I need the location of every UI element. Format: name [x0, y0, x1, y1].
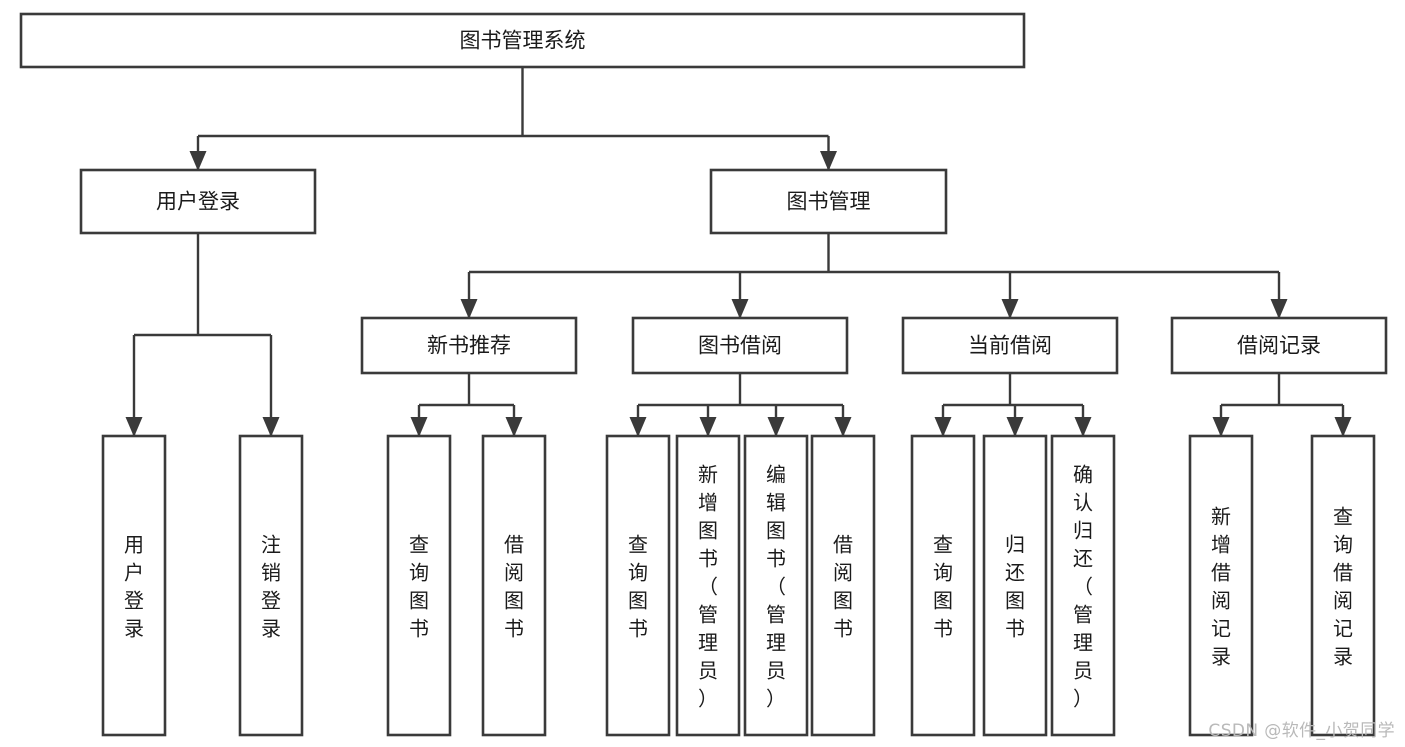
connector-layer	[125, 67, 1352, 437]
node-box-leaf_confirm_return[interactable]	[1050, 434, 1116, 737]
node-label-new_book_rec: 新书推荐	[427, 334, 511, 358]
node-label-book_manage: 图书管理	[787, 190, 871, 214]
node-leaf_borrow_book_2[interactable]: 借阅图书	[810, 434, 876, 737]
node-box-leaf_borrow_book_1[interactable]	[481, 434, 547, 737]
node-label-book_borrow: 图书借阅	[698, 334, 782, 358]
node-label-leaf_query_record: 查询借阅记录	[1333, 504, 1353, 668]
node-leaf_borrow_book_1[interactable]: 借阅图书	[481, 434, 547, 737]
node-label-leaf_borrow_book_2: 借阅图书	[833, 532, 853, 640]
node-leaf_edit_book[interactable]: 编辑图书（管理员）	[743, 434, 809, 737]
node-borrow_record[interactable]: 借阅记录	[1170, 316, 1388, 375]
node-leaf_add_book[interactable]: 新增图书（管理员）	[675, 434, 741, 737]
node-label-leaf_borrow_book_1: 借阅图书	[504, 532, 524, 640]
node-label-current_borrow: 当前借阅	[968, 334, 1052, 358]
node-leaf_add_record[interactable]: 新增借阅记录	[1188, 434, 1254, 737]
node-box-borrow_record[interactable]	[1170, 316, 1388, 375]
node-box-leaf_query_book_1[interactable]	[386, 434, 452, 737]
node-label-leaf_query_book_2: 查询图书	[628, 532, 648, 640]
node-label-leaf_edit_book: 编辑图书（管理员）	[766, 462, 786, 710]
node-root[interactable]: 图书管理系统	[19, 12, 1026, 69]
node-label-user_login: 用户登录	[156, 190, 240, 214]
node-box-current_borrow[interactable]	[901, 316, 1119, 375]
node-box-leaf_logout[interactable]	[238, 434, 304, 737]
node-label-leaf_logout: 注销登录	[261, 532, 281, 640]
node-box-book_manage[interactable]	[709, 168, 948, 235]
node-user_login[interactable]: 用户登录	[79, 168, 317, 235]
node-box-root[interactable]	[19, 12, 1026, 69]
node-leaf_logout[interactable]: 注销登录	[238, 434, 304, 737]
node-box-user_login[interactable]	[79, 168, 317, 235]
node-leaf_query_book_3[interactable]: 查询图书	[910, 434, 976, 737]
node-leaf_return_book[interactable]: 归还图书	[982, 434, 1048, 737]
node-layer: 图书管理系统用户登录图书管理新书推荐图书借阅当前借阅借阅记录用户登录注销登录查询…	[19, 12, 1388, 737]
node-label-leaf_query_book_1: 查询图书	[409, 532, 429, 640]
node-box-leaf_user_login[interactable]	[101, 434, 167, 737]
node-leaf_user_login[interactable]: 用户登录	[101, 434, 167, 737]
node-box-leaf_borrow_book_2[interactable]	[810, 434, 876, 737]
node-label-leaf_confirm_return: 确认归还（管理员）	[1073, 462, 1093, 710]
node-box-leaf_query_book_2[interactable]	[605, 434, 671, 737]
node-current_borrow[interactable]: 当前借阅	[901, 316, 1119, 375]
node-leaf_query_book_2[interactable]: 查询图书	[605, 434, 671, 737]
node-label-leaf_add_record: 新增借阅记录	[1211, 504, 1231, 668]
node-book_manage[interactable]: 图书管理	[709, 168, 948, 235]
node-box-leaf_query_book_3[interactable]	[910, 434, 976, 737]
node-box-book_borrow[interactable]	[631, 316, 849, 375]
node-label-leaf_user_login: 用户登录	[124, 532, 144, 640]
node-box-leaf_return_book[interactable]	[982, 434, 1048, 737]
node-box-leaf_add_book[interactable]	[675, 434, 741, 737]
node-leaf_confirm_return[interactable]: 确认归还（管理员）	[1050, 434, 1116, 737]
node-label-leaf_return_book: 归还图书	[1005, 532, 1025, 640]
node-box-leaf_query_record[interactable]	[1310, 434, 1376, 737]
node-label-root: 图书管理系统	[460, 29, 586, 53]
node-label-leaf_query_book_3: 查询图书	[933, 532, 953, 640]
node-leaf_query_record[interactable]: 查询借阅记录	[1310, 434, 1376, 737]
node-box-leaf_edit_book[interactable]	[743, 434, 809, 737]
node-label-borrow_record: 借阅记录	[1237, 334, 1321, 358]
node-box-new_book_rec[interactable]	[360, 316, 578, 375]
node-book_borrow[interactable]: 图书借阅	[631, 316, 849, 375]
node-new_book_rec[interactable]: 新书推荐	[360, 316, 578, 375]
node-box-leaf_add_record[interactable]	[1188, 434, 1254, 737]
node-leaf_query_book_1[interactable]: 查询图书	[386, 434, 452, 737]
node-label-leaf_add_book: 新增图书（管理员）	[698, 462, 718, 710]
